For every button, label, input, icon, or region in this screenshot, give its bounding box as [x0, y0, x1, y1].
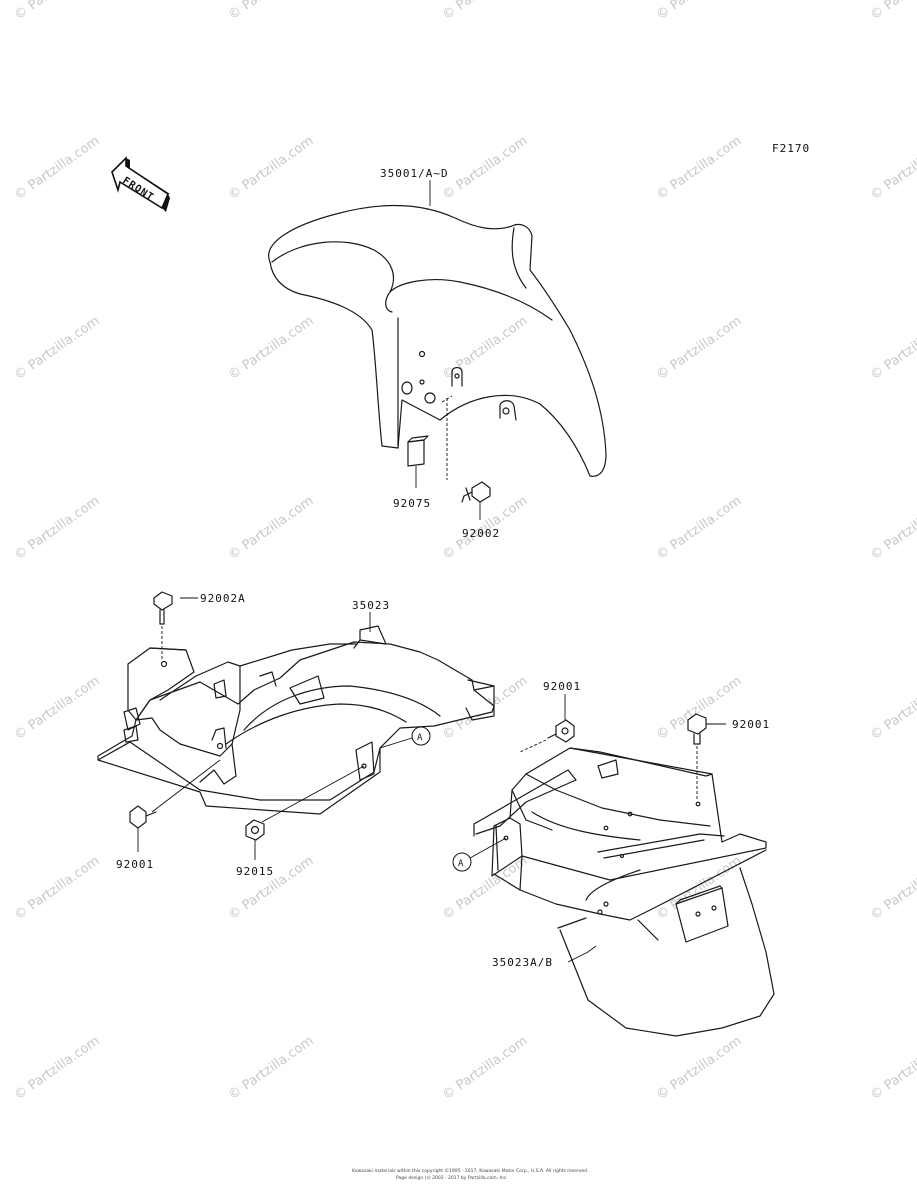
- watermark-text: © Partzilla.com: [12, 673, 103, 743]
- bolt-92001-rear-left: [519, 719, 575, 753]
- callout-a-label: A: [417, 733, 423, 743]
- watermark-text: © Partzilla.com: [12, 0, 103, 23]
- footer-copyright: Kawasaki materials within this copyright…: [352, 1167, 588, 1174]
- inner-fender-35023: [97, 625, 495, 815]
- leader-lines: [137, 180, 726, 963]
- watermark-text: © Partzilla.com: [868, 313, 917, 383]
- watermark-text: © Partzilla.com: [12, 493, 103, 563]
- watermark-text: © Partzilla.com: [226, 493, 317, 563]
- label-92001-inner: 92001: [116, 858, 154, 871]
- watermark-text: © Partzilla.com: [226, 0, 317, 23]
- label-35001: 35001/A~D: [380, 167, 449, 180]
- label-92001-rear-right: 92001: [732, 718, 770, 731]
- watermark-text: © Partzilla.com: [868, 1033, 917, 1103]
- watermark-text: © Partzilla.com: [868, 133, 917, 203]
- watermark-text: © Partzilla.com: [654, 133, 745, 203]
- bolt-92002A: [153, 591, 173, 660]
- label-35023AB: 35023A/B: [492, 956, 553, 969]
- label-92002: 92002: [462, 527, 500, 540]
- watermark-text: © Partzilla.com: [868, 853, 917, 923]
- watermark-text: © Partzilla.com: [654, 0, 745, 23]
- bolt-92001-inner: [129, 759, 221, 829]
- watermark-text: © Partzilla.com: [440, 313, 531, 383]
- watermark-text: © Partzilla.com: [654, 313, 745, 383]
- bolt-92002: [441, 395, 491, 503]
- watermark-text: © Partzilla.com: [654, 493, 745, 563]
- watermark-text: © Partzilla.com: [12, 313, 103, 383]
- watermark-text: © Partzilla.com: [654, 1033, 745, 1103]
- watermark-text: © Partzilla.com: [226, 853, 317, 923]
- label-92002A: 92002A: [200, 592, 246, 605]
- watermark-text: © Partzilla.com: [868, 493, 917, 563]
- pad-92075: [407, 435, 429, 467]
- part-labels: 35001/A~D 92075 92002 92002A 35023 92001…: [116, 167, 770, 969]
- watermark-layer: © Partzilla.com © Partzilla.com © Partzill…: [12, 0, 917, 1103]
- watermark-text: © Partzilla.com: [12, 853, 103, 923]
- watermark-text: © Partzilla.com: [226, 313, 317, 383]
- front-arrow-icon: FRONT: [111, 156, 170, 212]
- front-fender: [268, 204, 607, 477]
- bolt-92001-rear-right: [687, 713, 707, 800]
- rear-fender-35023AB: [473, 747, 775, 1037]
- callout-a-rear-label: A: [458, 859, 464, 869]
- label-35023: 35023: [352, 599, 390, 612]
- footer-design: Page design (c) 2002 - 2017 by Partzilla…: [396, 1175, 508, 1181]
- watermark-text: © Partzilla.com: [440, 0, 531, 23]
- watermark-text: © Partzilla.com: [440, 1033, 531, 1103]
- figure-code: F2170: [772, 142, 810, 155]
- watermark-text: © Partzilla.com: [12, 1033, 103, 1103]
- label-92001-rear-left: 92001: [543, 680, 581, 693]
- callout-a-rear: A: [452, 837, 507, 872]
- callout-a-inner: A: [379, 726, 431, 749]
- label-92015: 92015: [236, 865, 274, 878]
- watermark-text: © Partzilla.com: [12, 133, 103, 203]
- watermark-text: © Partzilla.com: [868, 673, 917, 743]
- watermark-text: © Partzilla.com: [226, 133, 317, 203]
- watermark-text: © Partzilla.com: [226, 1033, 317, 1103]
- nut-92015: [245, 765, 365, 841]
- watermark-text: © Partzilla.com: [868, 0, 917, 23]
- label-92075: 92075: [393, 497, 431, 510]
- watermark-text: © Partzilla.com: [440, 133, 531, 203]
